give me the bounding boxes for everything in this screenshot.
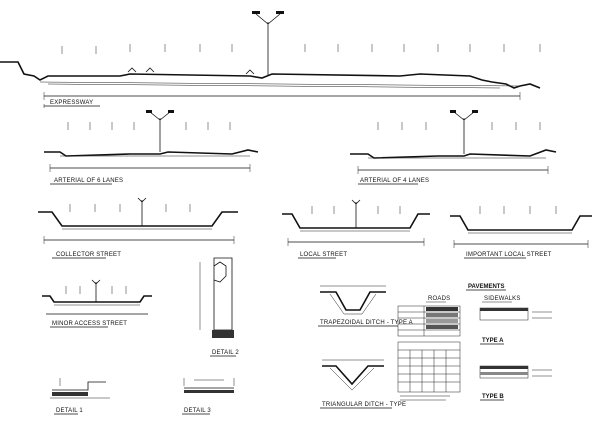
collector-title: COLLECTOR STREET xyxy=(56,252,121,258)
pavements-block: PAVEMENTS ROADS SIDEWALKS xyxy=(397,284,552,401)
expressway-section: EXPRESSWAY xyxy=(0,11,541,108)
collector-section: COLLECTOR STREET xyxy=(38,197,238,259)
triangular-title: TRIANGULAR DITCH - TYPE xyxy=(322,402,406,408)
sidewalk-type-a: TYPE A xyxy=(479,307,552,345)
detail-1-title: DETAIL 1 xyxy=(56,408,83,414)
roads-header: ROADS xyxy=(428,296,450,302)
local-title: LOCAL STREET xyxy=(300,252,347,258)
trapezoidal-ditch: TRAPEZOIDAL DITCH - TYPE A xyxy=(318,285,413,327)
minor-access-section: MINOR ACCESS STREET xyxy=(42,279,152,328)
important-local-section: IMPORTANT LOCAL STREET xyxy=(450,206,592,259)
local-section: LOCAL STREET xyxy=(282,199,430,259)
trapezoidal-title: TRAPEZOIDAL DITCH - TYPE A xyxy=(320,320,413,326)
expressway-title: EXPRESSWAY xyxy=(50,100,93,106)
sidewalks-header: SIDEWALKS xyxy=(484,296,521,302)
type-a-label: TYPE A xyxy=(482,338,504,344)
pavements-title: PAVEMENTS xyxy=(468,284,504,290)
detail-2-title: DETAIL 2 xyxy=(212,350,239,356)
arterial-6-section: ARTERIAL OF 6 LANES xyxy=(44,110,259,185)
detail-3-title: DETAIL 3 xyxy=(184,408,211,414)
detail-2: DETAIL 2 xyxy=(199,257,239,357)
sidewalk-type-b: TYPE B xyxy=(479,365,552,401)
roads-layer-table xyxy=(397,305,461,337)
type-b-label: TYPE B xyxy=(482,394,504,400)
minor-access-title: MINOR ACCESS STREET xyxy=(52,321,127,327)
important-local-title: IMPORTANT LOCAL STREET xyxy=(466,252,552,258)
thickness-table xyxy=(397,341,461,401)
detail-1: DETAIL 1 xyxy=(50,378,110,415)
arterial-6-title: ARTERIAL OF 6 LANES xyxy=(54,178,123,184)
arterial-4-title: ARTERIAL OF 4 LANES xyxy=(360,178,429,184)
detail-3: DETAIL 3 xyxy=(182,378,235,415)
triangular-ditch: TRIANGULAR DITCH - TYPE xyxy=(320,359,406,409)
arterial-4-section: ARTERIAL OF 4 LANES xyxy=(350,110,557,185)
